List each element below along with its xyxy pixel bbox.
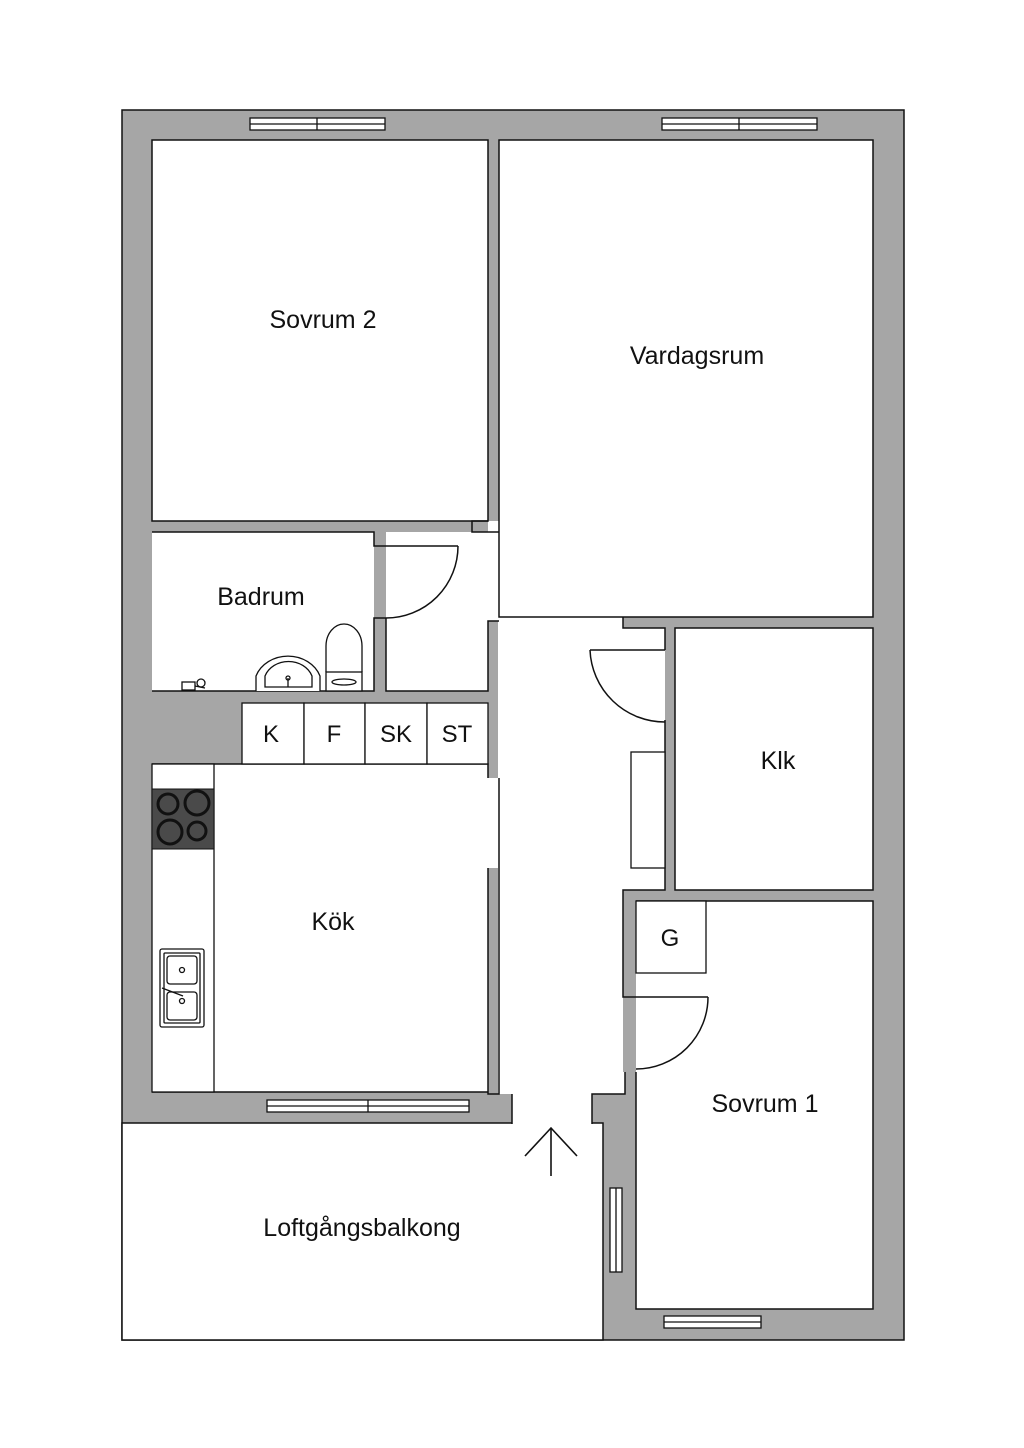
balcony-area — [121, 1122, 604, 1341]
fixture-label-g: G — [661, 925, 680, 952]
window-sovrum1-bottom — [663, 1315, 762, 1329]
window-sovrum2 — [249, 117, 386, 131]
washbasin-icon — [255, 655, 321, 691]
door-klk — [589, 649, 666, 723]
drain-icon — [181, 678, 206, 691]
fixture-label-st: ST — [442, 721, 473, 748]
room-label-klk: Klk — [761, 747, 796, 775]
room-label-sovrum2: Sovrum 2 — [270, 306, 377, 334]
sink-icon — [159, 948, 205, 1028]
door-sovrum1 — [635, 996, 709, 1070]
door-badrum — [385, 545, 459, 619]
wardrobe-g — [635, 900, 707, 974]
window-sovrum1-side — [609, 1187, 623, 1273]
wardrobe-row — [241, 702, 489, 765]
window-vardagsrum — [661, 117, 818, 131]
room-label-badrum: Badrum — [217, 583, 305, 611]
entrance-arrow-icon — [524, 1126, 578, 1176]
room-label-kok: Kök — [311, 908, 355, 936]
doors — [385, 545, 709, 1070]
room-label-vardagsrum: Vardagsrum — [630, 342, 764, 370]
fixture-label-k: K — [263, 721, 279, 748]
fixture-label-sk: SK — [380, 721, 412, 748]
stove-icon — [151, 788, 215, 850]
windows — [249, 117, 818, 1329]
fixture-label-f: F — [327, 721, 342, 748]
hall-storage — [630, 751, 666, 869]
room-label-sovrum1: Sovrum 1 — [712, 1090, 819, 1118]
room-label-balkong: Loftgångsbalkong — [263, 1214, 460, 1242]
toilet-icon — [325, 623, 363, 692]
window-kok — [266, 1099, 470, 1113]
